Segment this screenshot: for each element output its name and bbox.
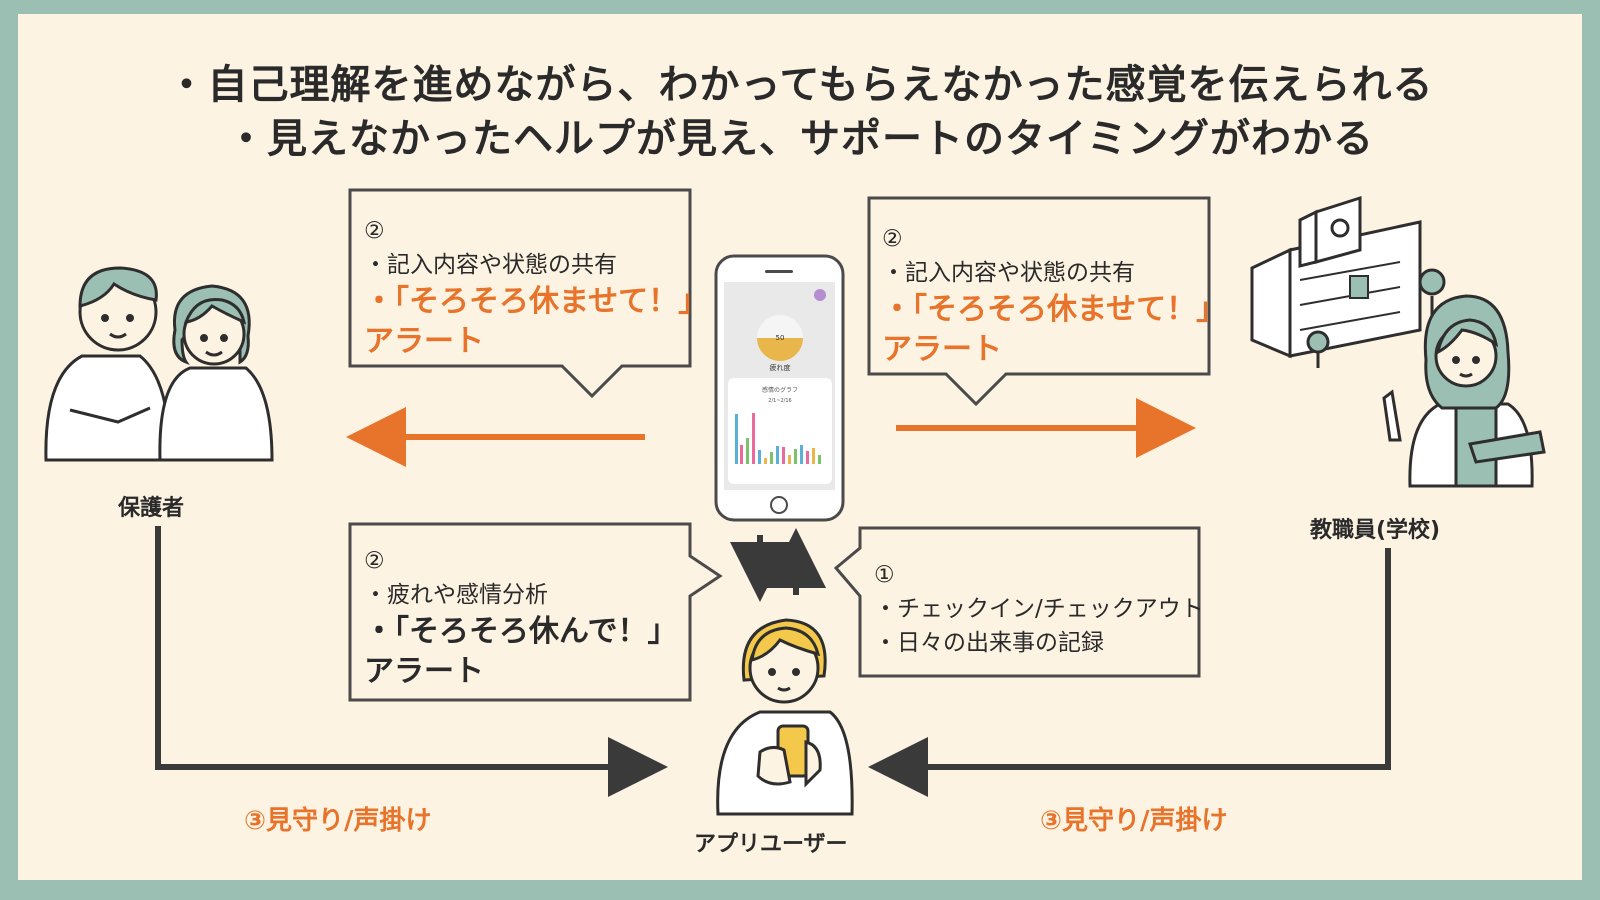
phone-bars [735, 413, 821, 464]
headline-2: ・見えなかったヘルプが見え、サポートのタイミングがわかる [226, 116, 1374, 162]
smartphone-illustration [714, 254, 845, 522]
arrow-staff-watch [868, 548, 1391, 797]
callout-staff-share-text: ② ・記入内容や状態の共有 ・「そろそろ休ませて！」 アラート [882, 222, 1226, 370]
graph-range: 2/1~2/16 [768, 398, 791, 404]
callout-checkin-text: ① ・チェックイン/チェックアウト ・日々の出来事の記録 [874, 558, 1204, 660]
share-line: ・記入内容や状態の共有 [364, 252, 617, 278]
staff-label: 教職員(学校) [1310, 518, 1441, 543]
guardian-label: 保護者 [118, 496, 185, 521]
analysis-line: ・疲れや感情分析 [364, 582, 548, 608]
rest-alert-text: ・「そろそろ休ませて！」 [364, 284, 709, 319]
school-building-illustration [1250, 195, 1446, 368]
callout-analysis [348, 522, 723, 702]
fatigue-value: 50 [776, 334, 785, 342]
arrow-guardian-watch [155, 526, 668, 797]
step-number: ② [364, 548, 385, 574]
watch-label-right: ③見守り/声掛け [1040, 806, 1228, 836]
callout-guardian-share [348, 188, 692, 399]
alert-word: アラート [364, 324, 484, 359]
callout-checkin [833, 526, 1201, 678]
step-number: ② [364, 218, 385, 244]
checkin-line: ・チェックイン/チェックアウト [874, 596, 1204, 622]
teacher-illustration [1382, 294, 1546, 488]
watch-label-left: ③見守り/声掛け [244, 806, 432, 836]
rest-alert-text: ・「そろそろ休ませて！」 [882, 292, 1227, 327]
guardian-illustration [44, 266, 274, 462]
graph-title: 感情のグラフ [762, 386, 798, 394]
fatigue-label: 疲れ度 [770, 363, 791, 372]
rest-alert-text: ・「そろそろ休んで！」 [364, 614, 678, 649]
app-user-label: アプリユーザー [694, 832, 848, 857]
share-line: ・記入内容や状態の共有 [882, 260, 1135, 286]
headline-1: ・自己理解を進めながら、わかってもらえなかった感覚を伝えられる [166, 62, 1434, 108]
step-number: ① [874, 562, 895, 588]
alert-word: アラート [364, 654, 484, 689]
step-number: ② [882, 226, 903, 252]
callout-analysis-text: ② ・疲れや感情分析 ・「そろそろ休んで！」 アラート [364, 544, 678, 692]
record-line: ・日々の出来事の記録 [874, 630, 1104, 656]
callout-guardian-share-text: ② ・記入内容や状態の共有 ・「そろそろ休ませて！」 アラート [364, 214, 708, 362]
alert-word: アラート [882, 332, 1002, 367]
callout-staff-share [867, 196, 1211, 407]
app-user-illustration [716, 618, 854, 816]
